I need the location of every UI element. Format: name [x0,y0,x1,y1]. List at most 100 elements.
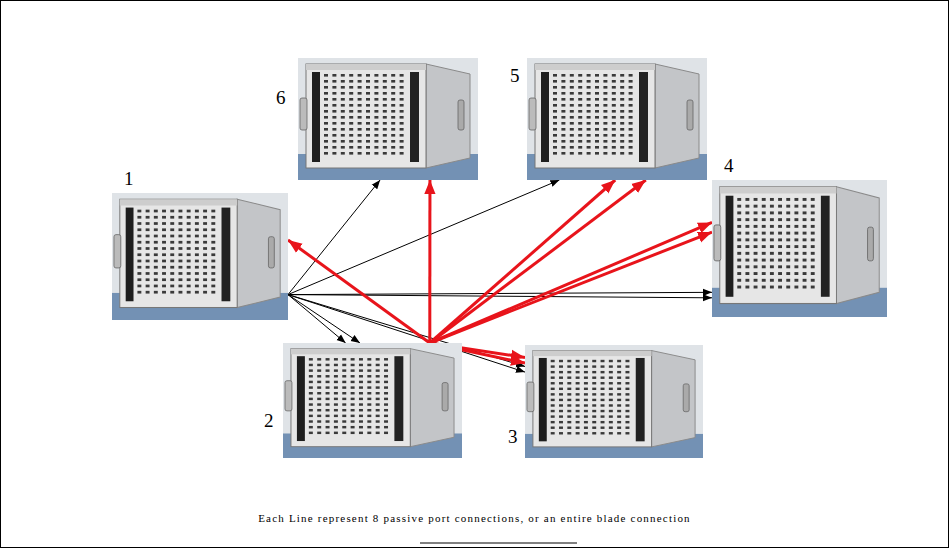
port-slot [146,266,150,269]
port-slot [211,278,215,281]
port-slot [374,116,378,119]
port-slot [592,382,596,384]
port-slot [359,432,363,434]
port-slot [551,371,555,373]
port-slot [170,216,174,219]
port-slot [803,245,807,248]
port-slot [211,291,215,294]
port-slot [178,222,182,225]
port-slot [559,399,563,401]
port-slot [612,134,616,137]
port-slot [584,388,588,390]
port-slot [770,265,774,268]
port-slot [551,360,555,362]
port-slot [154,210,158,213]
port-slot [146,272,150,275]
port-slot [366,74,370,77]
port-slot [400,80,404,83]
chassis-number: 4 [724,156,734,175]
port-slot [584,393,588,395]
port-slot [367,369,371,371]
port-slot [592,376,596,378]
chassis-handle [868,227,874,261]
port-slot [617,382,621,384]
port-slot [146,278,150,281]
port-slot [383,80,387,83]
port-slot [794,238,798,241]
port-slot [154,272,158,275]
port-slot [612,74,616,77]
port-slot [561,98,565,101]
port-slot [576,410,580,412]
port-slot [162,241,166,244]
port-slot [137,285,141,288]
port-slot [803,272,807,275]
port-slot [629,116,633,119]
port-slot [629,110,633,113]
port-slot [341,104,345,107]
port-slot [786,205,790,208]
port-slot [383,110,387,113]
port-slot [625,365,629,367]
port-slot [349,116,353,119]
port-slot [326,381,330,383]
port-slot [794,252,798,255]
port-slot [211,285,215,288]
port-slot [612,104,616,107]
port-slot [170,260,174,263]
port-slot [324,110,328,113]
chassis-left-strip [541,72,549,162]
chassis-side [426,64,470,168]
port-slot [770,238,774,241]
port-slot [778,218,782,221]
connector-arrow [288,180,380,295]
port-slot [570,110,574,113]
port-slot [376,415,380,417]
port-slot [359,369,363,371]
port-slot [351,398,355,400]
port-slot [376,420,380,422]
port-slot [383,122,387,125]
port-slot [203,247,207,250]
port-slot [617,427,621,429]
port-slot [358,122,362,125]
port-slot [595,146,599,149]
port-slot [376,403,380,405]
port-slot [162,260,166,263]
port-slot [384,375,388,377]
port-slot [625,371,629,373]
port-slot [203,278,207,281]
port-slot [376,375,380,377]
port-slot [203,216,207,219]
port-slot [374,80,378,83]
port-slot [400,92,404,95]
port-slot [203,241,207,244]
port-slot [154,228,158,231]
photo-wall [712,180,887,317]
port-slot [326,432,330,434]
port-slot [561,140,565,143]
port-slot [625,376,629,378]
port-slot [374,98,378,101]
port-slot [811,198,815,201]
port-slot [786,198,790,201]
port-slot [553,74,557,77]
port-slot [162,272,166,275]
port-slot [332,152,336,155]
port-slot [391,110,395,113]
port-slot [620,86,624,89]
port-slot [609,404,613,406]
port-slot [326,415,330,417]
port-slot [576,376,580,378]
port-slot [770,245,774,248]
port-slot [317,369,321,371]
port-slot [811,225,815,228]
port-slot [384,415,388,417]
port-slot [349,134,353,137]
port-slot [745,211,749,214]
port-slot [770,225,774,228]
port-slot [794,259,798,262]
port-slot [811,279,815,282]
port-slot [609,365,613,367]
port-slot [203,235,207,238]
